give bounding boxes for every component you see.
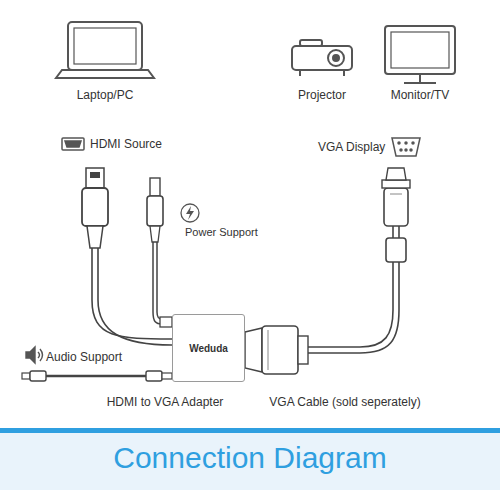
vga-icon-part xyxy=(410,149,412,151)
vga-cable-part xyxy=(308,262,399,353)
audio-cable-part xyxy=(22,373,30,379)
hdmi-cable-part xyxy=(98,248,172,345)
usb-plug-part xyxy=(150,178,160,196)
audio-cable-part xyxy=(162,373,172,379)
vga-icon-part xyxy=(405,142,407,144)
vga-adapter-port-part xyxy=(268,330,269,370)
hdmi-icon xyxy=(62,138,84,150)
speaker-icon-part xyxy=(40,349,43,361)
vga-cable-part xyxy=(308,262,393,347)
monitor-icon xyxy=(385,26,455,83)
vga-icon-part xyxy=(398,142,400,144)
hdmi-plug-part xyxy=(86,168,104,188)
adapter-box: Weduda xyxy=(172,314,245,382)
laptop-icon-part xyxy=(68,22,142,70)
monitor-icon-part xyxy=(404,82,436,84)
diagram-title: Connection Diagram xyxy=(0,440,500,476)
power-symbol-part xyxy=(181,204,199,222)
projector-icon xyxy=(292,40,352,76)
usb-plug-part xyxy=(150,226,160,242)
device-label: Laptop/PC xyxy=(77,88,134,102)
ferrite-bead xyxy=(386,226,406,262)
projector-icon-part xyxy=(328,50,344,66)
power-label: Power Support xyxy=(185,226,258,239)
usb-cable-part xyxy=(157,242,162,319)
hdmi-plug-part xyxy=(90,172,100,178)
hdmi-cable-part xyxy=(92,248,172,339)
audio-cable-part xyxy=(30,371,46,381)
laptop-icon-part xyxy=(74,28,136,64)
micro-usb-plug-part xyxy=(160,317,172,327)
part-label: VGA Cable (sold seperately) xyxy=(269,395,420,409)
projector-icon-part xyxy=(292,46,352,70)
usb-cable-part xyxy=(153,242,162,324)
speaker-icon-part xyxy=(26,347,35,363)
vga-icon-part xyxy=(392,138,420,156)
device-label: Monitor/TV xyxy=(391,88,450,102)
power-symbol xyxy=(181,204,199,222)
vga-icon-part xyxy=(405,149,407,151)
usb-plug xyxy=(147,178,163,242)
audio-cable-part xyxy=(146,371,162,381)
vga-adapter-port-part xyxy=(298,336,308,364)
vga-cable xyxy=(308,262,399,353)
vga-plug-part xyxy=(382,180,410,188)
display-label: VGA Display xyxy=(318,140,385,154)
monitor-icon-part xyxy=(391,32,449,68)
vga-plug xyxy=(382,168,410,226)
vga-adapter-port-part xyxy=(245,328,262,372)
hdmi-cable xyxy=(92,248,172,345)
usb-cable xyxy=(153,242,162,324)
hdmi-icon-part xyxy=(65,141,81,147)
monitor-icon-part xyxy=(385,26,455,74)
ferrite-bead-part xyxy=(386,238,406,262)
audio-cable-part xyxy=(46,375,146,378)
projector-icon-part xyxy=(300,40,322,46)
vga-plug-part xyxy=(390,194,402,195)
title-band-line xyxy=(0,428,500,433)
projector-icon-part xyxy=(343,70,345,76)
hdmi-plug-part xyxy=(82,188,108,226)
projector-icon-part xyxy=(299,70,301,76)
hdmi-plug-part xyxy=(87,226,103,248)
laptop-icon xyxy=(56,22,154,78)
ferrite-bead-part xyxy=(398,226,400,238)
hdmi-icon-part xyxy=(62,138,84,150)
projector-icon-part xyxy=(333,55,339,61)
audio-label: Audio Support xyxy=(46,350,122,364)
micro-usb-plug xyxy=(160,317,172,327)
brand-name: Weduda xyxy=(189,343,228,354)
audio-cable xyxy=(22,371,172,381)
ferrite-bead-part xyxy=(392,226,394,238)
hdmi-plug xyxy=(82,168,108,248)
laptop-icon-part xyxy=(56,70,154,78)
monitor-icon-part xyxy=(419,74,421,82)
usb-plug-part xyxy=(147,196,163,226)
speaker-icon-part xyxy=(38,352,40,358)
vga-icon-part xyxy=(412,142,414,144)
device-label: Projector xyxy=(298,88,346,102)
vga-plug-part xyxy=(386,168,406,180)
source-label: HDMI Source xyxy=(90,137,162,151)
speaker-icon xyxy=(26,347,43,363)
vga-icon-part xyxy=(400,149,402,151)
vga-plug-part xyxy=(384,188,408,226)
vga-adapter-port-part xyxy=(262,326,298,374)
power-symbol-part xyxy=(186,206,194,220)
vga-adapter-port xyxy=(245,326,308,374)
part-label: HDMI to VGA Adapter xyxy=(107,395,224,409)
vga-icon xyxy=(392,138,420,156)
